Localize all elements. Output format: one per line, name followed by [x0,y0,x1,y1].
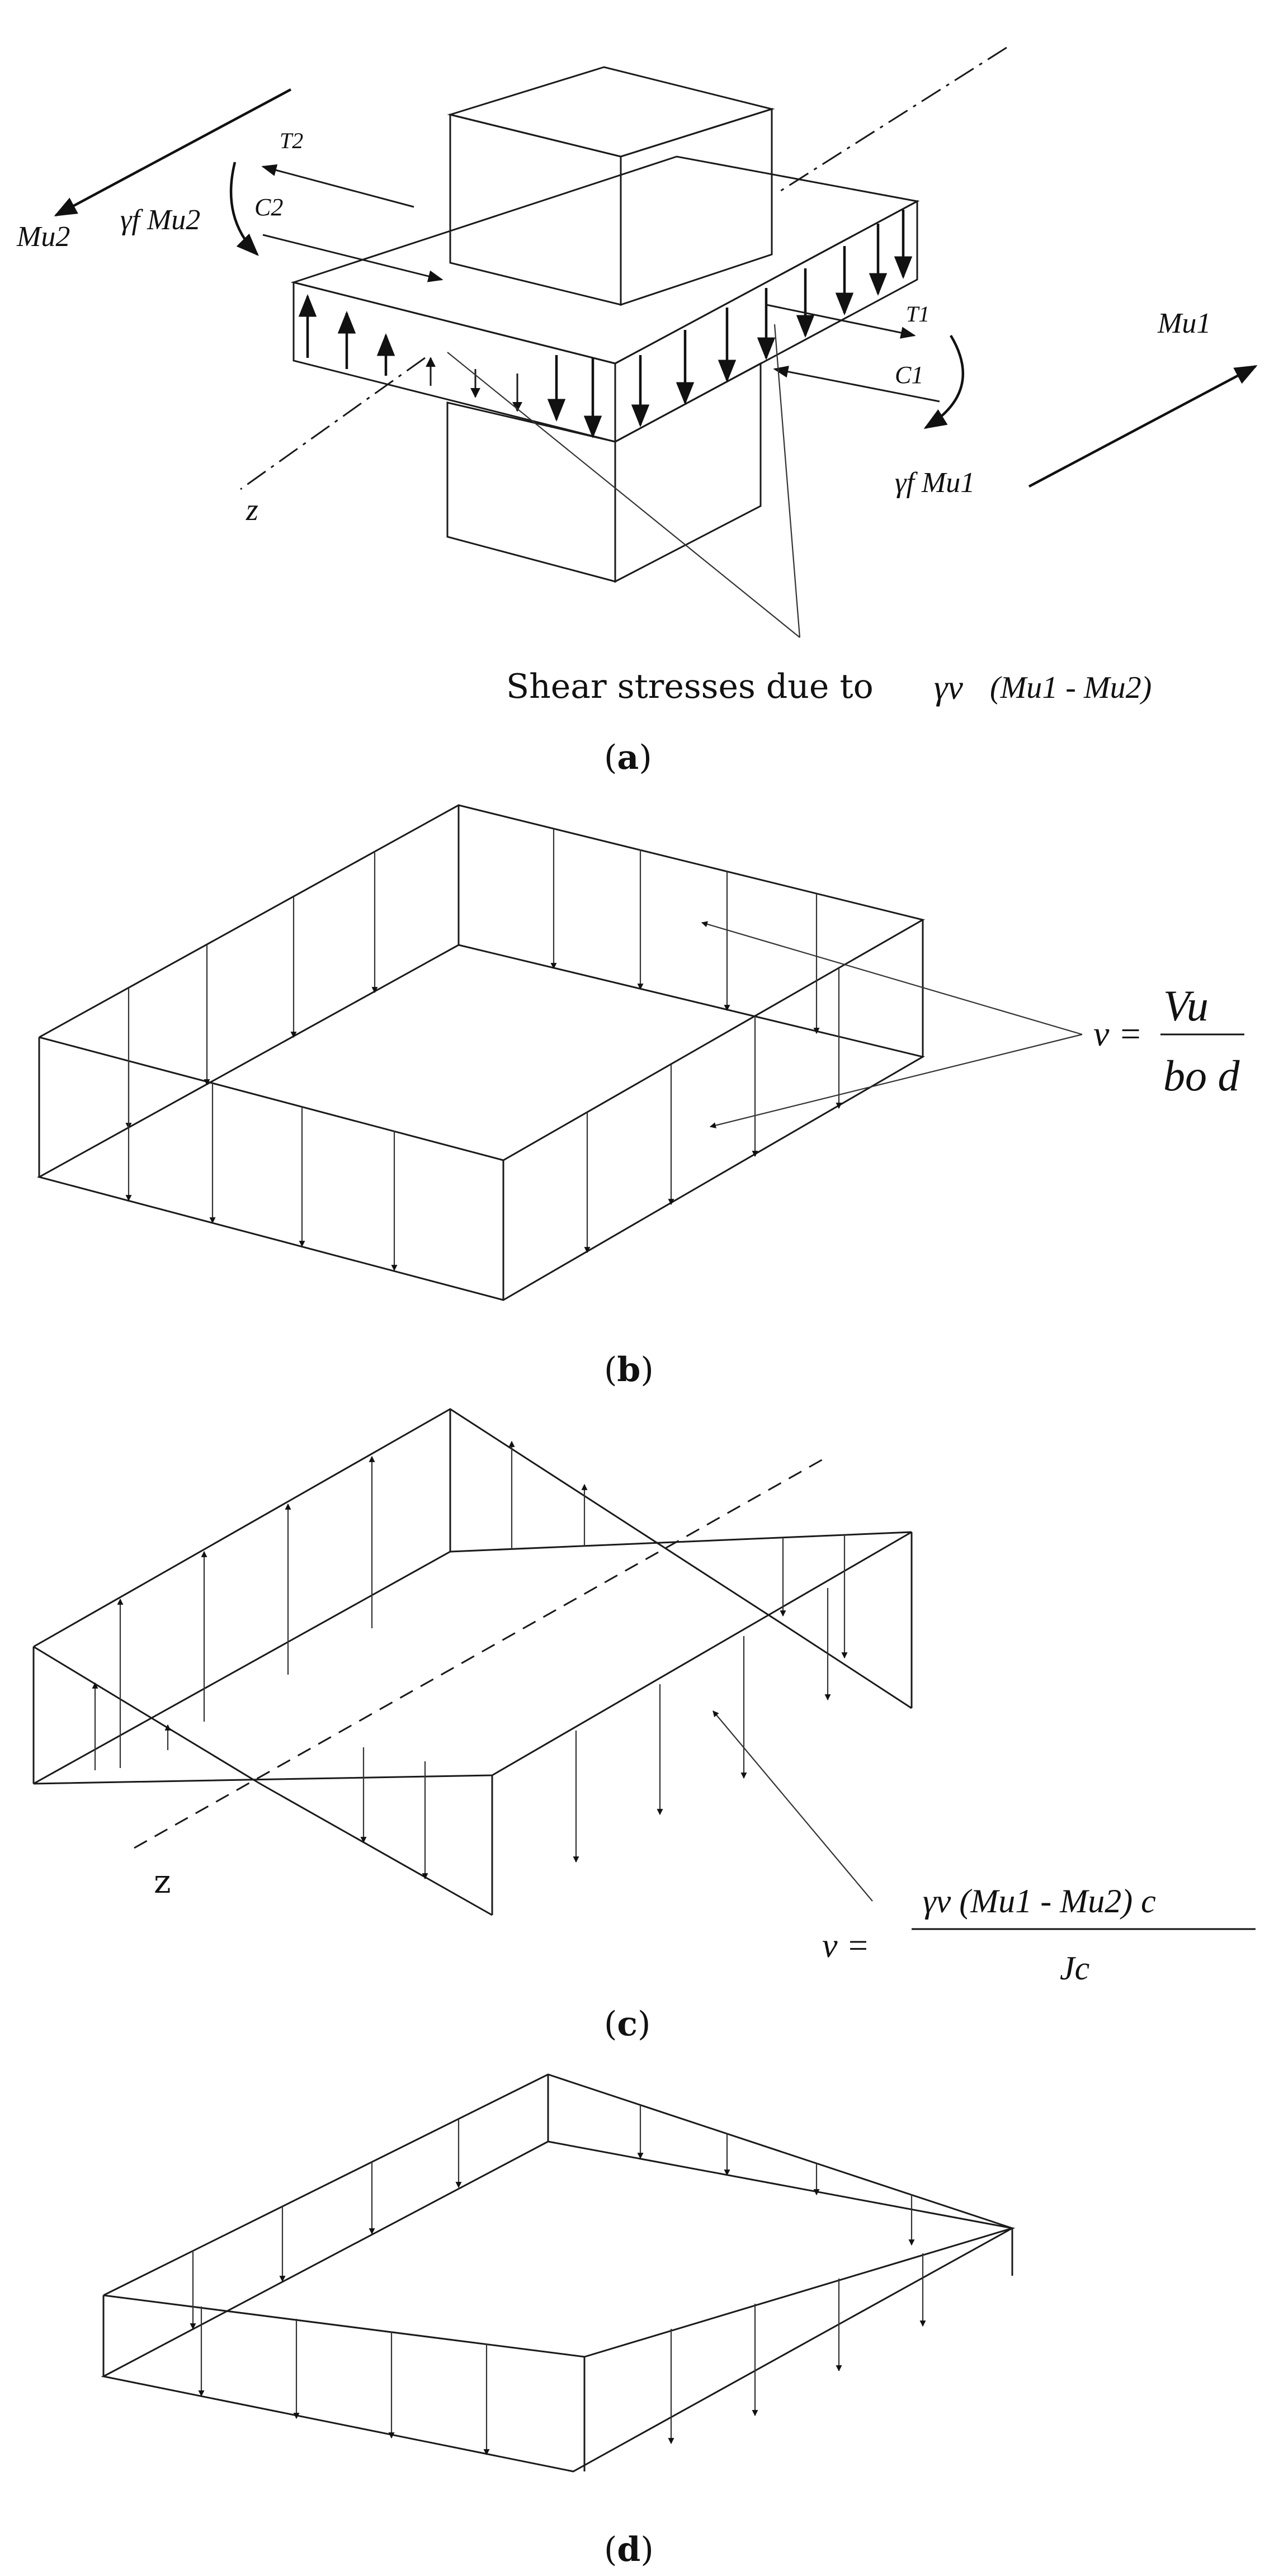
label-c1: C1 [895,361,923,389]
perimeter-base-d [101,2140,1015,2473]
t1-arrow [766,304,916,339]
combined-stress-arrows [190,2105,926,2456]
stress-outline-front [33,1646,493,1916]
axis-dashdot-back [777,46,1007,194]
column-upper-right [620,107,773,306]
upward-stress-arrows [92,1440,588,1770]
panel-d: (d) [101,2073,1015,2569]
label-mu2: Mu2 [16,221,70,253]
label-mu1: Mu1 [1157,308,1211,339]
t2-arrow [261,164,414,208]
uniform-stress-arrows [125,829,842,1272]
column-upper-front [449,114,622,306]
label-z-panel-a: z [246,493,258,527]
slab-front-stress-arrows [298,294,602,439]
caption-d: (d) [604,2530,654,2569]
slab-top-face [290,155,920,365]
shear-stress-label: Shear stresses due to [506,667,874,706]
c2-arrow [262,234,443,282]
formula-c-numerator: γv (Mu1 - Mu2) c [923,1883,1156,1920]
caption-a: (a) [604,738,652,777]
label-t2: T2 [280,128,303,153]
caption-b: (b) [604,1350,654,1389]
slab-right-face [614,200,918,443]
vu-leader-top [701,921,1083,1036]
neutral-axis-z [134,1455,828,1849]
label-gamma-f-mu1: γf Mu1 [895,467,975,499]
formula-c-leader [713,1710,873,1902]
panel-b: v = Vu bo d (b) [37,804,1244,1389]
slab-front-face [292,281,616,443]
formula-b-denominator: bo d [1163,1051,1240,1100]
gamma-f-mu1-curve [923,334,964,429]
stress-outline-left [33,1408,912,1709]
formula-b-numerator: Vu [1163,981,1209,1030]
label-t1: T1 [906,301,929,327]
shear-leader-right [773,324,801,638]
label-z-panel-c: z [154,1863,171,1901]
formula-b-lhs: v = [1093,1014,1143,1053]
slab-right-stress-arrows [631,210,913,428]
mu1-arrow [1028,365,1258,488]
column-lower-front [446,401,616,583]
downward-stress-arrows [360,1535,848,1880]
label-gamma-f-mu2: γf Mu2 [120,204,200,236]
c1-arrow [773,366,940,403]
vu-leader-bottom [709,1033,1083,1128]
column-upper-top [447,66,775,158]
caption-c: (c) [604,2005,650,2044]
shear-moment-diff: (Mu1 - Mu2) [990,670,1152,705]
mu2-arrow [54,88,292,216]
gamma-f-mu2-curve [229,162,259,256]
axis-dashdot-front [240,357,426,490]
formula-c-denominator: Jc [1060,1950,1089,1987]
column-lower-right [614,362,762,583]
stress-outline-d [103,2073,1015,2358]
panel-a: Mu2 γf Mu2 T2 C2 Mu1 T1 C1 γf Mu1 z Shea… [16,46,1258,777]
shear-leader-left [447,352,800,638]
panel-c: z v = γv (Mu1 - Mu2) c Jc (c) [32,1408,1256,2044]
label-c2: C2 [254,193,283,221]
formula-c-lhs: v = [822,1927,870,1965]
perimeter-base [37,944,925,1301]
shear-gamma-v: γv [934,669,963,707]
